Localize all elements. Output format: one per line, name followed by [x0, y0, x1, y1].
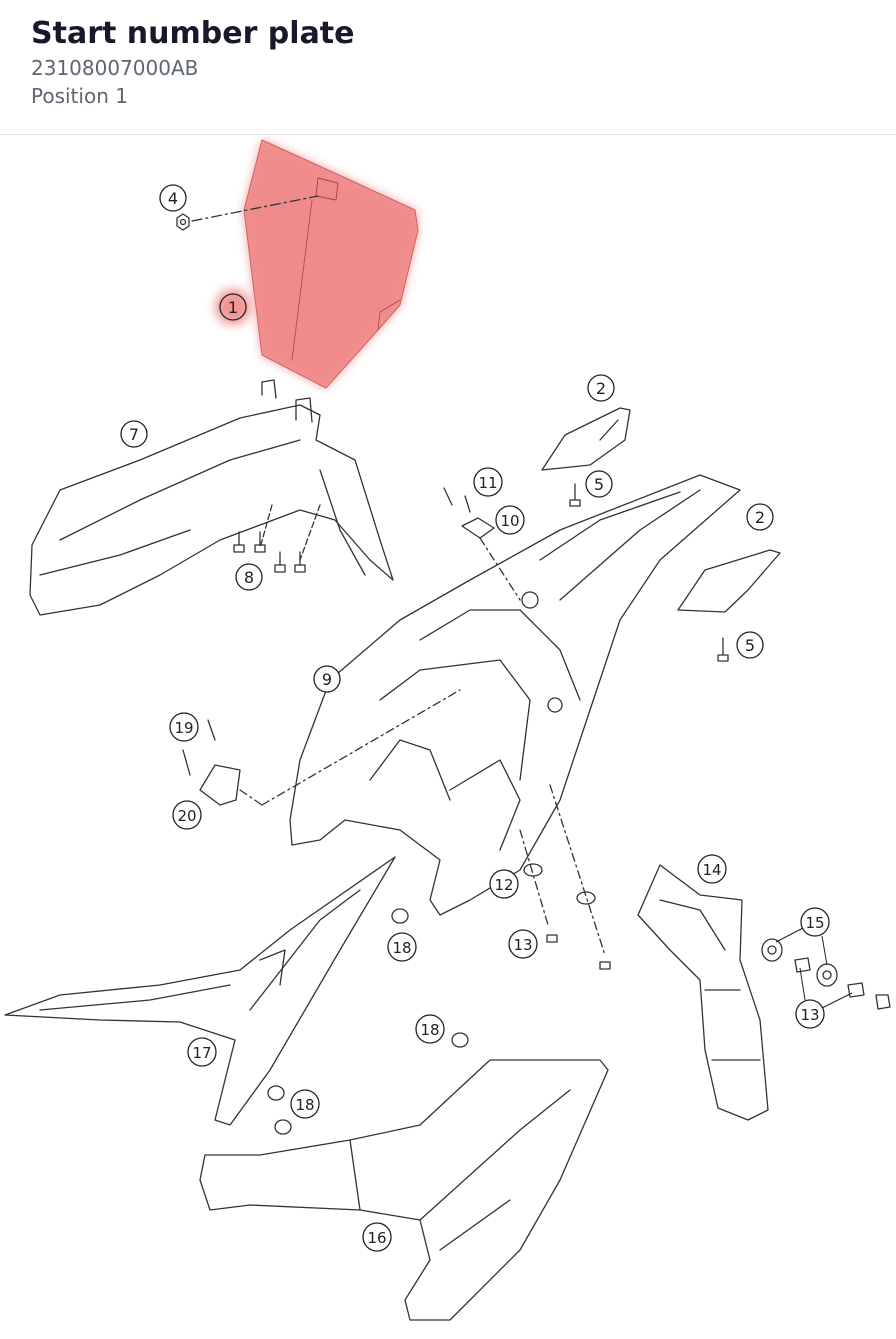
part-screws-13[interactable]	[546, 934, 611, 970]
callout-5-upper[interactable]: 5	[585, 470, 613, 498]
svg-text:8: 8	[244, 568, 254, 587]
svg-text:5: 5	[594, 475, 604, 494]
part-header: Start number plate 23108007000AB Positio…	[0, 0, 896, 135]
part-screws-11[interactable]	[443, 487, 471, 513]
svg-text:5: 5	[745, 636, 755, 655]
part-nut[interactable]	[176, 213, 190, 231]
svg-text:17: 17	[192, 1044, 211, 1062]
callout-4[interactable]: 4	[159, 184, 187, 212]
svg-text:11: 11	[478, 474, 497, 492]
part-bolts-8[interactable]	[233, 504, 321, 573]
svg-text:15: 15	[805, 914, 824, 932]
svg-text:13: 13	[513, 936, 532, 954]
callout-13-right[interactable]: 13	[795, 999, 825, 1029]
part-washer-12[interactable]	[523, 863, 596, 905]
leader-line	[261, 689, 461, 806]
callout-11[interactable]: 11	[473, 467, 503, 497]
svg-text:18: 18	[295, 1096, 314, 1114]
callout-2-right[interactable]: 2	[746, 503, 774, 531]
part-front-fender[interactable]	[29, 379, 394, 616]
callout-5-right[interactable]: 5	[736, 631, 764, 659]
callout-12[interactable]: 12	[489, 869, 519, 899]
callout-8[interactable]: 8	[235, 563, 263, 591]
callout-20[interactable]: 20	[172, 800, 202, 830]
callout-18-b[interactable]: 18	[415, 1014, 445, 1044]
part-screw-5a[interactable]	[569, 483, 581, 507]
part-start-number-plate[interactable]	[243, 139, 419, 389]
page-title: Start number plate	[31, 16, 355, 51]
callout-15[interactable]: 15	[800, 907, 830, 937]
svg-text:16: 16	[367, 1229, 386, 1247]
callout-group: 1 2 2 4 5 5 7 8 9 10 11 12 13 13 14 15 1…	[120, 184, 830, 1252]
leader-line	[191, 195, 319, 222]
part-grommet-18a[interactable]	[391, 908, 409, 924]
part-screws-19[interactable]	[182, 719, 216, 776]
leader-line	[239, 789, 263, 806]
svg-text:2: 2	[596, 379, 606, 398]
callout-18-a[interactable]: 18	[387, 932, 417, 962]
svg-text:18: 18	[392, 939, 411, 957]
svg-text:4: 4	[168, 189, 178, 208]
part-side-cover-small-upper[interactable]	[541, 407, 631, 471]
svg-text:14: 14	[702, 861, 721, 879]
svg-text:12: 12	[494, 876, 513, 894]
part-side-cover-small-right[interactable]	[677, 549, 781, 613]
exploded-parts-diagram: 1 2 2 4 5 5 7 8 9 10 11 12 13 13 14 15 1…	[0, 135, 896, 1335]
callout-10[interactable]: 10	[495, 505, 525, 535]
callout-16[interactable]: 16	[362, 1222, 392, 1252]
callout-7[interactable]: 7	[120, 420, 148, 448]
callout-leaders	[775, 927, 853, 1009]
part-side-panel-right[interactable]	[199, 1059, 609, 1321]
callout-17[interactable]: 17	[187, 1037, 217, 1067]
callout-9[interactable]: 9	[313, 665, 341, 693]
callout-2-upper[interactable]: 2	[587, 374, 615, 402]
svg-text:9: 9	[322, 670, 332, 689]
callout-19[interactable]: 19	[169, 712, 199, 742]
part-side-panel-left[interactable]	[4, 856, 396, 1126]
part-grommet-18b[interactable]	[451, 1032, 469, 1048]
callout-1[interactable]: 1	[215, 289, 251, 325]
svg-text:10: 10	[500, 512, 519, 530]
part-mudguard[interactable]	[637, 864, 769, 1121]
part-screw-5b[interactable]	[717, 637, 729, 662]
svg-text:2: 2	[755, 508, 765, 527]
plate-highlight-fill	[243, 139, 419, 389]
leader-line	[549, 784, 606, 956]
part-washers-15[interactable]	[761, 938, 838, 987]
part-screws-13b[interactable]	[794, 957, 891, 1010]
svg-text:20: 20	[177, 807, 196, 825]
part-rear-fender[interactable]	[289, 474, 741, 916]
leader-line	[519, 829, 549, 926]
part-clip-10[interactable]	[461, 517, 495, 539]
svg-text:19: 19	[174, 719, 193, 737]
part-grommet-18c[interactable]	[267, 1085, 292, 1135]
part-connector-20[interactable]	[199, 764, 241, 806]
part-position: Position 1	[31, 84, 128, 108]
svg-text:7: 7	[129, 425, 139, 444]
svg-text:1: 1	[228, 298, 238, 317]
svg-text:13: 13	[800, 1006, 819, 1024]
svg-text:18: 18	[420, 1021, 439, 1039]
leader-line	[479, 537, 521, 601]
part-number: 23108007000AB	[31, 56, 199, 80]
callout-18-c[interactable]: 18	[290, 1089, 320, 1119]
callout-13-center[interactable]: 13	[508, 929, 538, 959]
callout-14[interactable]: 14	[697, 854, 727, 884]
